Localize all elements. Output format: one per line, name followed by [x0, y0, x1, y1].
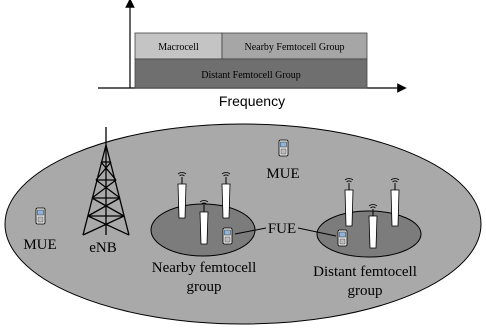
macrocell-band: [134, 32, 223, 60]
distant-group-label-line1: Distant femtocell: [313, 264, 417, 280]
distant-group-label-line2: group: [348, 283, 383, 299]
distant-femtocell-band: [134, 58, 368, 89]
nearby-group-label-line2: group: [187, 279, 222, 295]
distant-femtocell-icon-1: [344, 178, 354, 227]
fue-pointer-distant: [297, 227, 337, 237]
mue-left-label: MUE: [23, 237, 56, 253]
distant-femtocell-icon-2: [390, 178, 400, 227]
nearby-femtocell-icon-2: [221, 172, 231, 219]
mue-left-phone-icon: [35, 207, 46, 225]
nearby-femtocell-icon-1: [177, 172, 187, 219]
spectrum-chart: Macrocell Nearby Femtocell Group Distant…: [98, 0, 407, 109]
network-diagram: eNB MUE MUE: [4, 123, 482, 325]
nearby-femtocell-icon-3: [199, 200, 209, 245]
enb-label: eNB: [89, 240, 117, 256]
fue-label: FUE: [268, 221, 296, 237]
nearby-group-label-line1: Nearby femtocell: [152, 260, 257, 276]
mue-top-label: MUE: [266, 166, 299, 182]
distant-femtocell-band-label: Distant Femtocell Group: [201, 70, 300, 81]
mue-top-phone-icon: [278, 139, 289, 157]
macrocell-band-label: Macrocell: [158, 42, 199, 53]
fue-nearby-phone-icon: [222, 227, 233, 245]
enb-tower-icon: [82, 127, 130, 236]
frequency-axis-label: Frequency: [219, 93, 285, 109]
fue-pointer-nearby: [234, 227, 267, 235]
nearby-femtocell-band: [221, 32, 368, 60]
distant-femtocell-icon-3: [368, 204, 378, 249]
nearby-femtocell-band-label: Nearby Femtocell Group: [245, 42, 345, 53]
fue-distant-phone-icon: [337, 229, 348, 247]
